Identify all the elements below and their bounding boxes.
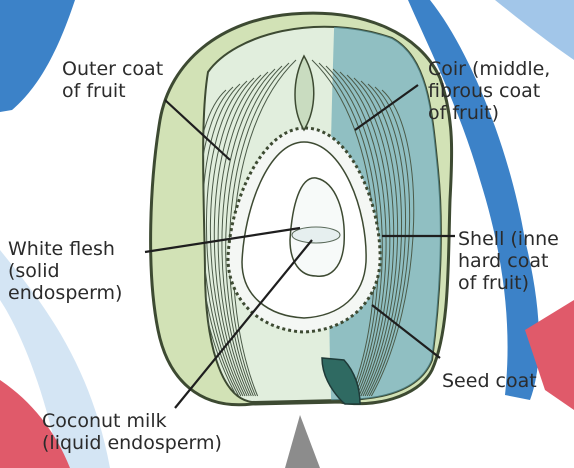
label-coir-line-3: of fruit): [428, 102, 550, 124]
background-grey-wedge: [285, 415, 320, 468]
label-coconut-milk-line-1: Coconut milk: [42, 410, 222, 432]
label-white-flesh-line-1: White flesh: [8, 238, 122, 260]
label-shell-line-1: Shell (inne: [458, 228, 559, 250]
label-coir-line-2: fibrous coat: [428, 80, 550, 102]
label-white-flesh-line-2: (solid: [8, 260, 122, 282]
label-seed-coat-line-1: Seed coat: [442, 370, 537, 392]
label-shell: Shell (inne hard coat of fruit): [458, 228, 559, 294]
label-coconut-milk: Coconut milk (liquid endosperm): [42, 410, 222, 454]
label-seed-coat: Seed coat: [442, 370, 537, 392]
label-outer-coat: Outer coat of fruit: [62, 58, 163, 102]
label-shell-line-2: hard coat: [458, 250, 559, 272]
label-coir: Coir (middle, fibrous coat of fruit): [428, 58, 550, 124]
label-shell-line-3: of fruit): [458, 272, 559, 294]
label-white-flesh-line-3: endosperm): [8, 282, 122, 304]
milk-surface: [292, 227, 340, 243]
label-white-flesh: White flesh (solid endosperm): [8, 238, 122, 304]
background-blue-swoosh-right-top: [495, 0, 574, 60]
label-coir-line-1: Coir (middle,: [428, 58, 550, 80]
label-coconut-milk-line-2: (liquid endosperm): [42, 432, 222, 454]
label-outer-coat-line-2: of fruit: [62, 80, 163, 102]
label-outer-coat-line-1: Outer coat: [62, 58, 163, 80]
